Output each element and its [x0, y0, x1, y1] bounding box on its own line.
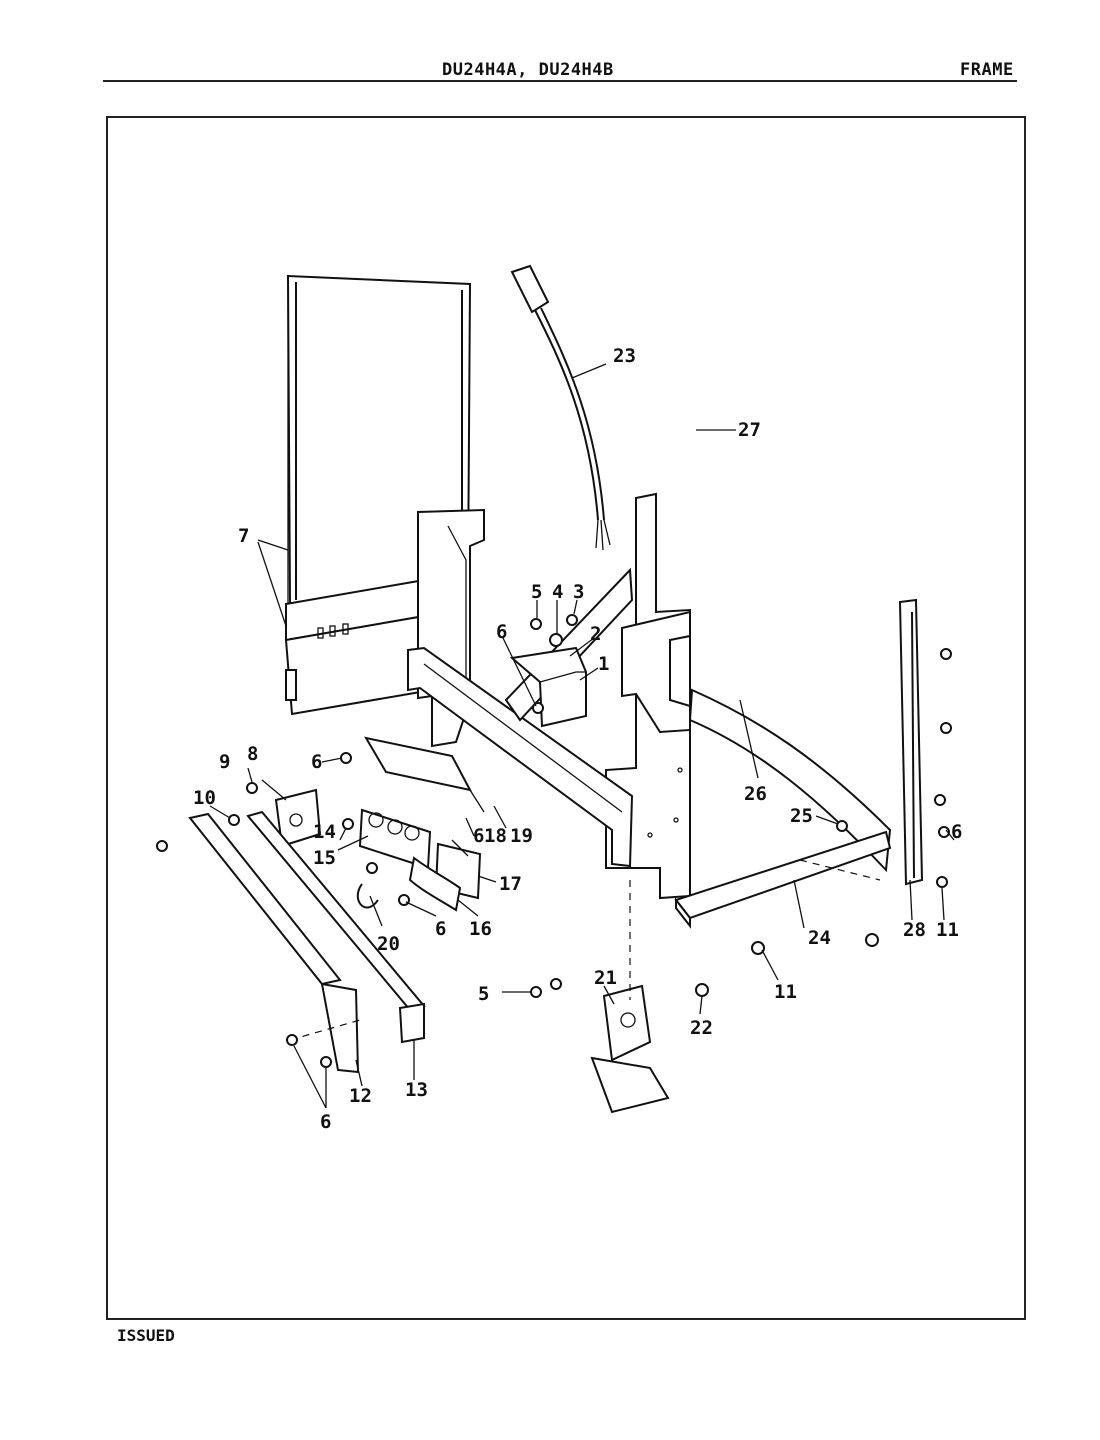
callout-12: 12: [349, 1085, 372, 1107]
screw-fasteners: [156, 614, 952, 1068]
right-rail-part-28: [898, 598, 924, 886]
issued-label: ISSUED: [117, 1326, 175, 1345]
tie-bar-part-26: [688, 688, 892, 873]
callout-6: 6: [311, 751, 322, 773]
callout-9: 9: [219, 751, 230, 773]
junction-box-parts-1-2: [509, 646, 587, 728]
callout-18: 18: [484, 825, 507, 847]
kick-angle-part-12: [188, 812, 360, 1074]
callout-13: 13: [405, 1079, 428, 1101]
header-rule: [103, 80, 1017, 82]
callout-labels: 1 2 3 4 5 6 7 8 9 10 6 14 15 6 18 19 17 …: [193, 345, 962, 1133]
callout-6: 6: [951, 821, 962, 843]
clip-part-16: [408, 856, 462, 912]
callout-11: 11: [774, 981, 797, 1003]
callout-14: 14: [313, 821, 336, 843]
spring-part-20: [356, 883, 379, 909]
callout-8: 8: [247, 743, 258, 765]
callout-1: 1: [598, 653, 609, 675]
alignment-line: [799, 859, 881, 881]
lower-bracket-part-21: [590, 984, 670, 1114]
callout-27: 27: [738, 419, 761, 441]
cross-rail: [407, 567, 634, 868]
leader-lines: [209, 363, 955, 1109]
callout-3: 3: [573, 581, 584, 603]
callout-11: 11: [936, 919, 959, 941]
callout-6: 6: [496, 621, 507, 643]
callout-23: 23: [613, 345, 636, 367]
model-title: DU24H4A, DU24H4B: [442, 60, 614, 80]
callout-2: 2: [590, 623, 601, 645]
callout-24: 24: [808, 927, 831, 949]
callout-6: 6: [435, 918, 446, 940]
callout-6: 6: [473, 825, 484, 847]
callout-22: 22: [690, 1017, 713, 1039]
section-title: FRAME: [960, 60, 1014, 80]
callout-19: 19: [510, 825, 533, 847]
callout-28: 28: [903, 919, 926, 941]
drawing-border: [106, 116, 1026, 1320]
callout-21: 21: [594, 967, 617, 989]
callout-5: 5: [478, 983, 489, 1005]
callout-20: 20: [377, 933, 400, 955]
callout-5: 5: [531, 581, 542, 603]
callout-6: 6: [320, 1111, 331, 1133]
callout-4: 4: [552, 581, 563, 603]
power-cord-part-23: [510, 264, 611, 551]
callout-15: 15: [313, 847, 336, 869]
callout-7: 7: [238, 525, 249, 547]
callout-25: 25: [790, 805, 813, 827]
latch-part-8: [274, 788, 322, 848]
callout-26: 26: [744, 783, 767, 805]
kick-angle-part-13: [246, 810, 426, 1044]
callout-10: 10: [193, 787, 216, 809]
callout-17: 17: [499, 873, 522, 895]
bottom-angle-part-24: [674, 830, 892, 929]
callout-16: 16: [469, 918, 492, 940]
